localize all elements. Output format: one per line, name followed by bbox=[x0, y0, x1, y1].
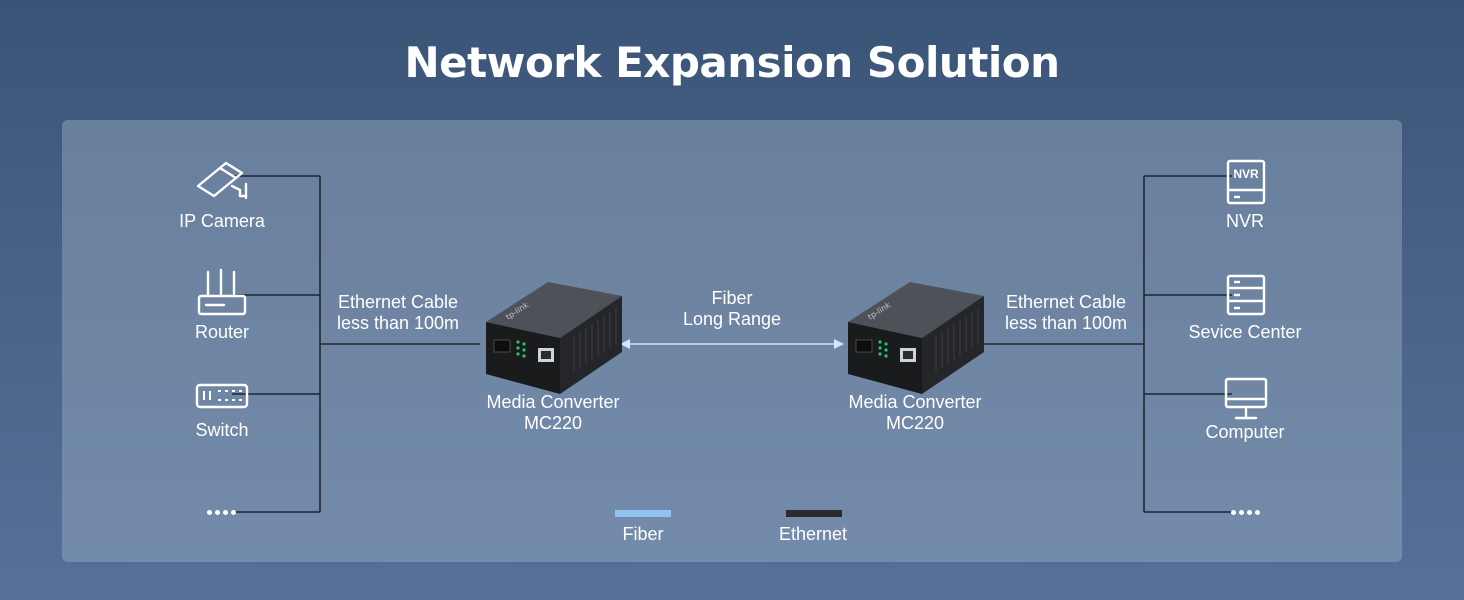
fiber-link-line bbox=[620, 339, 844, 349]
server-icon bbox=[1226, 274, 1266, 316]
switch-icon bbox=[195, 383, 249, 409]
diagram-panel bbox=[62, 120, 1402, 562]
more-dots-icon bbox=[1231, 510, 1260, 515]
legend-ethernet-label: Ethernet bbox=[778, 524, 848, 544]
device-label-router: Router bbox=[194, 322, 250, 342]
media-converter-right: tp-link bbox=[848, 282, 984, 394]
device-label-nvr: NVR bbox=[1225, 211, 1264, 231]
media-converter-left: tp-link bbox=[486, 282, 622, 394]
page-title: Network Expansion Solution bbox=[404, 38, 1060, 87]
more-dots-icon bbox=[207, 510, 236, 515]
right-ethernet-lines bbox=[984, 175, 1232, 513]
legend-ethernet-swatch bbox=[786, 510, 842, 517]
legend-fiber-label: Fiber bbox=[622, 524, 664, 544]
device-label-computer: Computer bbox=[1205, 422, 1285, 442]
device-label-ip-camera: IP Camera bbox=[179, 211, 265, 231]
left-ethernet-lines bbox=[232, 175, 480, 513]
device-label-service-center: Sevice Center bbox=[1188, 322, 1302, 342]
router-icon bbox=[197, 268, 247, 316]
nvr-icon bbox=[1226, 159, 1266, 205]
legend-fiber-swatch bbox=[615, 510, 671, 517]
nvr-icon-text: NVR bbox=[1233, 167, 1259, 181]
ip-camera-icon bbox=[196, 161, 248, 200]
computer-icon bbox=[1224, 377, 1268, 420]
device-label-switch: Switch bbox=[195, 420, 249, 440]
